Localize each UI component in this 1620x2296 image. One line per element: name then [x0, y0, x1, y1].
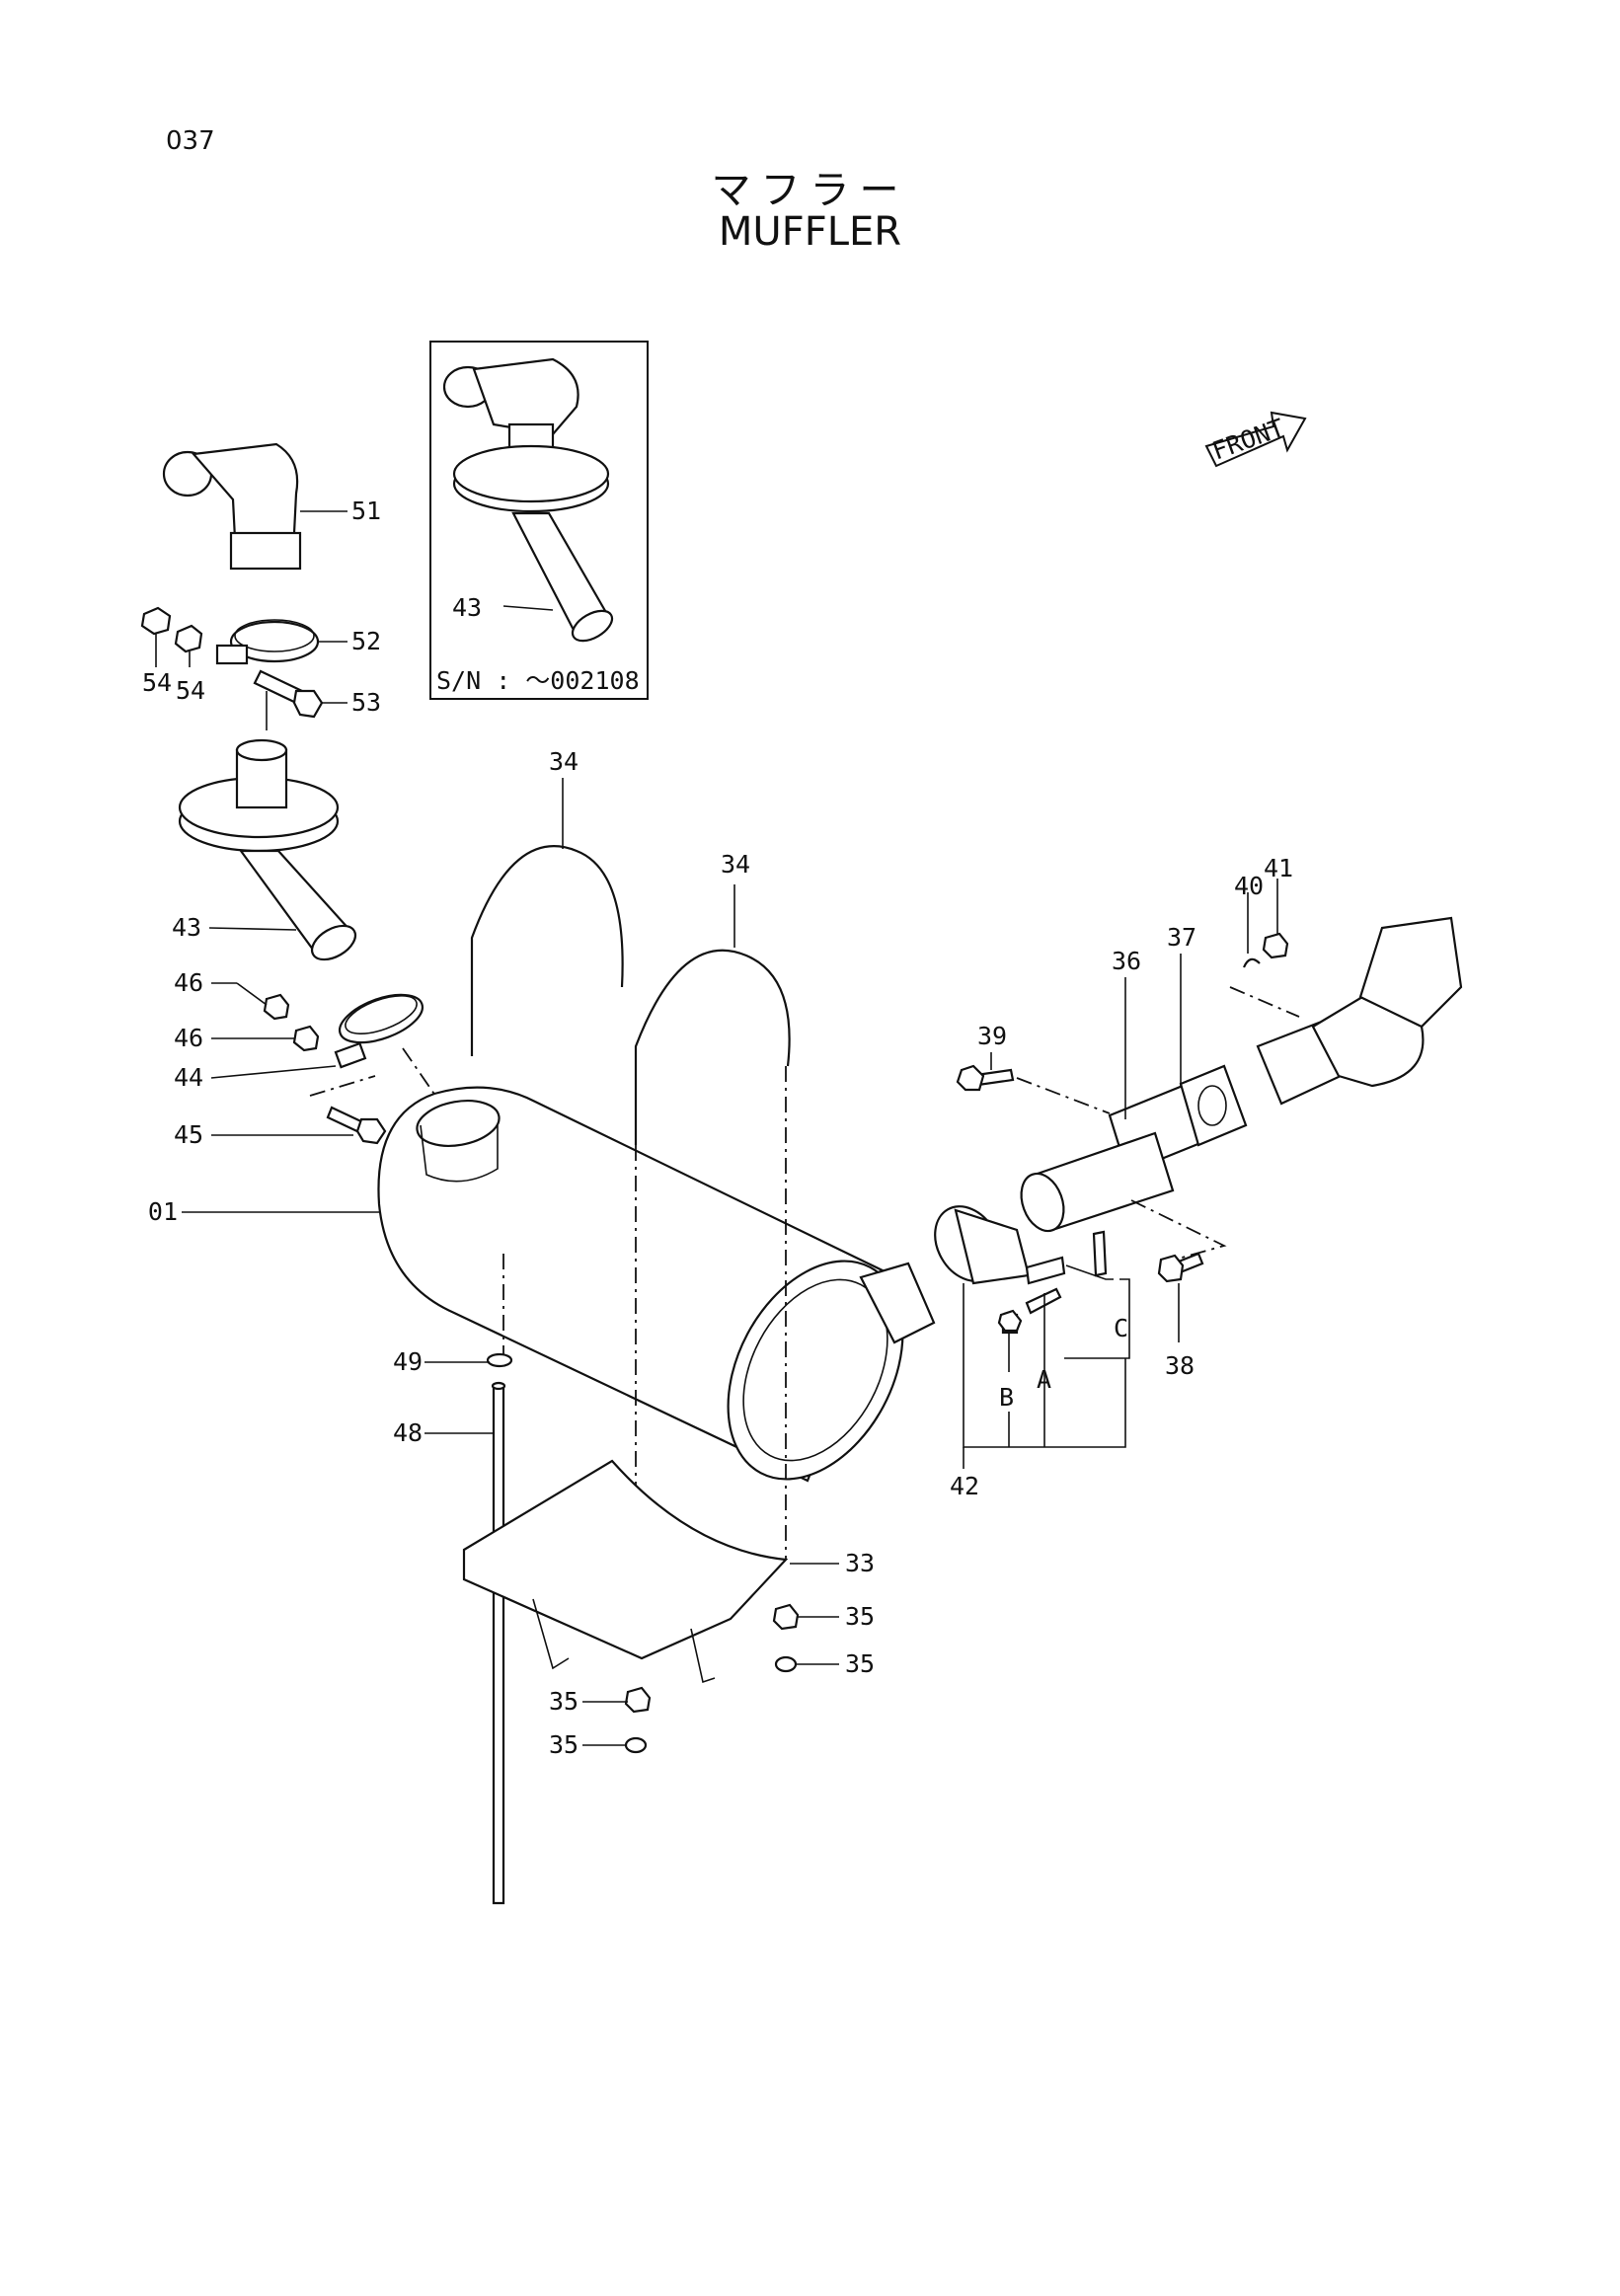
callout-46a: 46 — [174, 968, 203, 997]
callout-49: 49 — [393, 1347, 423, 1376]
callout-35d: 35 — [549, 1730, 579, 1759]
serial-inset-box: 43 S/N : ～002108 — [429, 341, 649, 700]
serial-note: S/N : ～002108 — [436, 666, 640, 695]
u-bolts-34: 34 34 — [470, 747, 791, 1648]
callout-46b: 46 — [174, 1024, 203, 1052]
drain-tube-48: 49 48 — [393, 1254, 513, 1905]
clamp-44-set: 46 46 44 45 — [174, 968, 443, 1149]
muffler-body-01: 01 — [148, 1086, 936, 1483]
callout-42: 42 — [950, 1472, 979, 1500]
callout-37: 37 — [1167, 923, 1196, 952]
callout-53: 53 — [351, 688, 381, 717]
callout-39: 39 — [977, 1022, 1007, 1050]
nuts-35: 35 35 35 35 — [549, 1602, 875, 1759]
callout-54a: 54 — [142, 668, 172, 697]
callout-43: 43 — [172, 913, 201, 942]
callout-51: 51 — [351, 497, 381, 525]
callout-35b: 35 — [845, 1649, 875, 1678]
tail-pipe-51: 51 — [162, 442, 381, 571]
page-title: MUFFLER — [718, 209, 902, 255]
callout-35c: 35 — [549, 1687, 579, 1716]
bolt-53: 53 — [253, 669, 381, 719]
callout-41: 41 — [1264, 854, 1293, 882]
callout-54b: 54 — [176, 676, 205, 705]
callout-33: 33 — [845, 1549, 875, 1577]
callout-45: 45 — [174, 1120, 203, 1149]
callout-01: 01 — [148, 1197, 178, 1226]
callout-36: 36 — [1112, 947, 1141, 975]
callout-C: C — [1114, 1314, 1128, 1342]
bracket-33: 33 — [462, 1459, 875, 1684]
callout-35a: 35 — [845, 1602, 875, 1631]
callout-34b: 34 — [721, 850, 750, 879]
exhaust-connection: 39 36 37 40 41 38 — [934, 854, 1463, 1500]
callout-48: 48 — [393, 1418, 423, 1447]
front-arrow-icon: FRONT — [1204, 411, 1307, 468]
nuts-54: 54 54 — [140, 606, 205, 705]
front-label: FRONT — [1208, 414, 1288, 466]
page-number: 037 — [166, 126, 215, 156]
callout-52: 52 — [351, 627, 381, 655]
callout-40: 40 — [1234, 872, 1264, 900]
clamp-52: 52 — [215, 619, 381, 665]
page-title-japanese: マフラー — [711, 168, 909, 213]
callout-B: B — [999, 1383, 1014, 1412]
callout-43-inset: 43 — [452, 593, 482, 622]
callout-A: A — [1037, 1365, 1051, 1394]
callout-44: 44 — [174, 1063, 203, 1092]
callout-34a: 34 — [549, 747, 579, 776]
callout-38: 38 — [1165, 1351, 1195, 1380]
stack-43: 43 — [172, 691, 357, 961]
